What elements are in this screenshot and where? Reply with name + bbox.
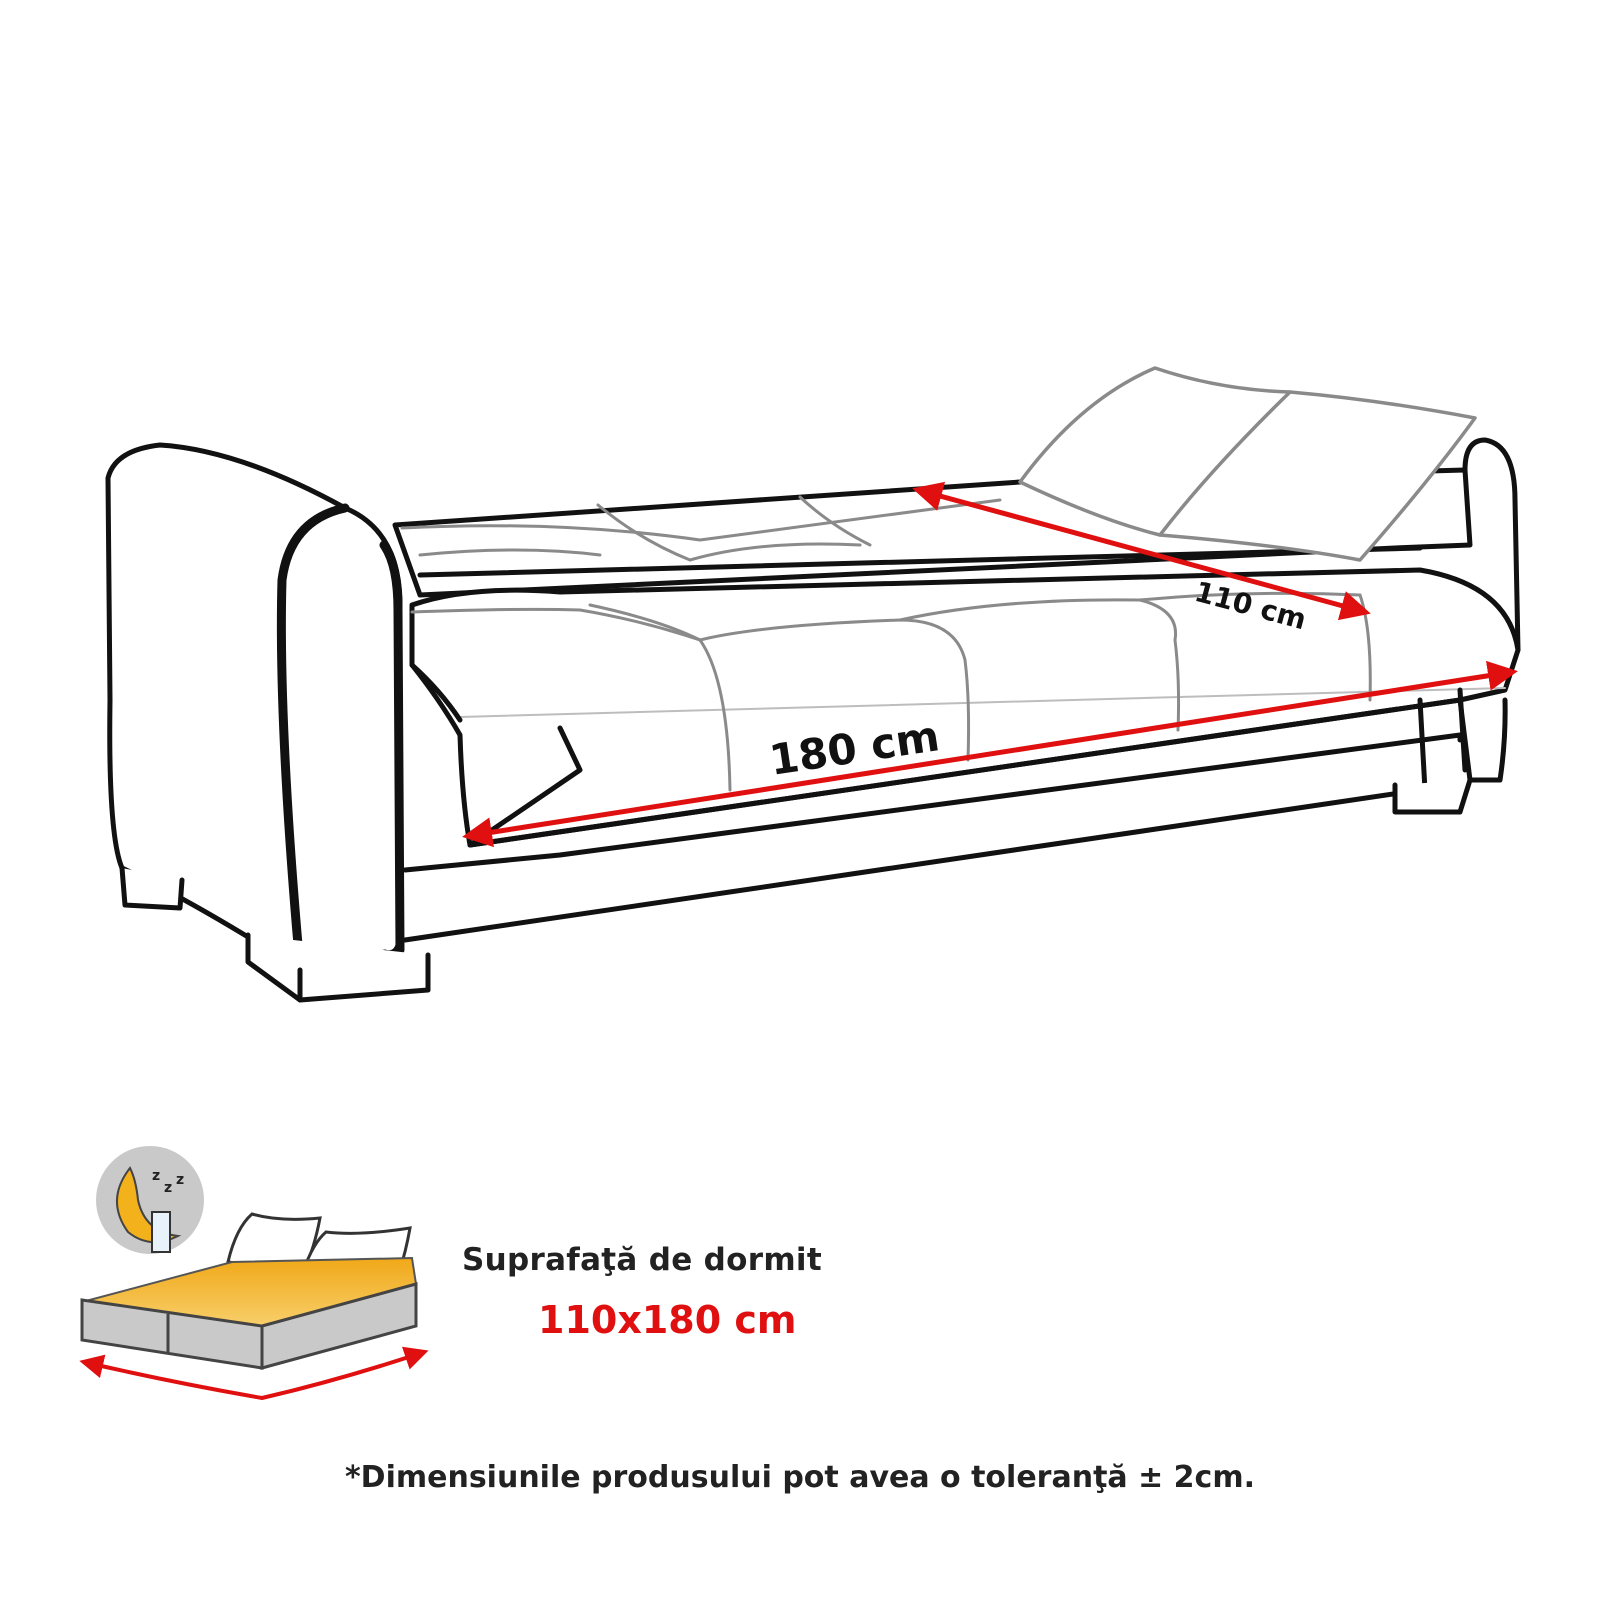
sleeping-surface-title: Suprafaţă de dormit [462,1242,822,1278]
sleeping-surface-value: 110x180 cm [538,1298,797,1342]
tolerance-footnote: *Dimensiunile produsului pot avea o tole… [344,1460,1255,1495]
sofa-seat-mattress [409,567,1521,848]
sofa-left-arm [105,442,431,1003]
svg-text:z: z [152,1168,160,1184]
bed-surface-icon: z z z [79,1146,429,1401]
svg-text:z: z [164,1180,172,1196]
sofa-bed-illustration [105,366,1521,1003]
sleep-moon-icon: z z z [96,1146,204,1254]
svg-text:z: z [176,1172,184,1188]
